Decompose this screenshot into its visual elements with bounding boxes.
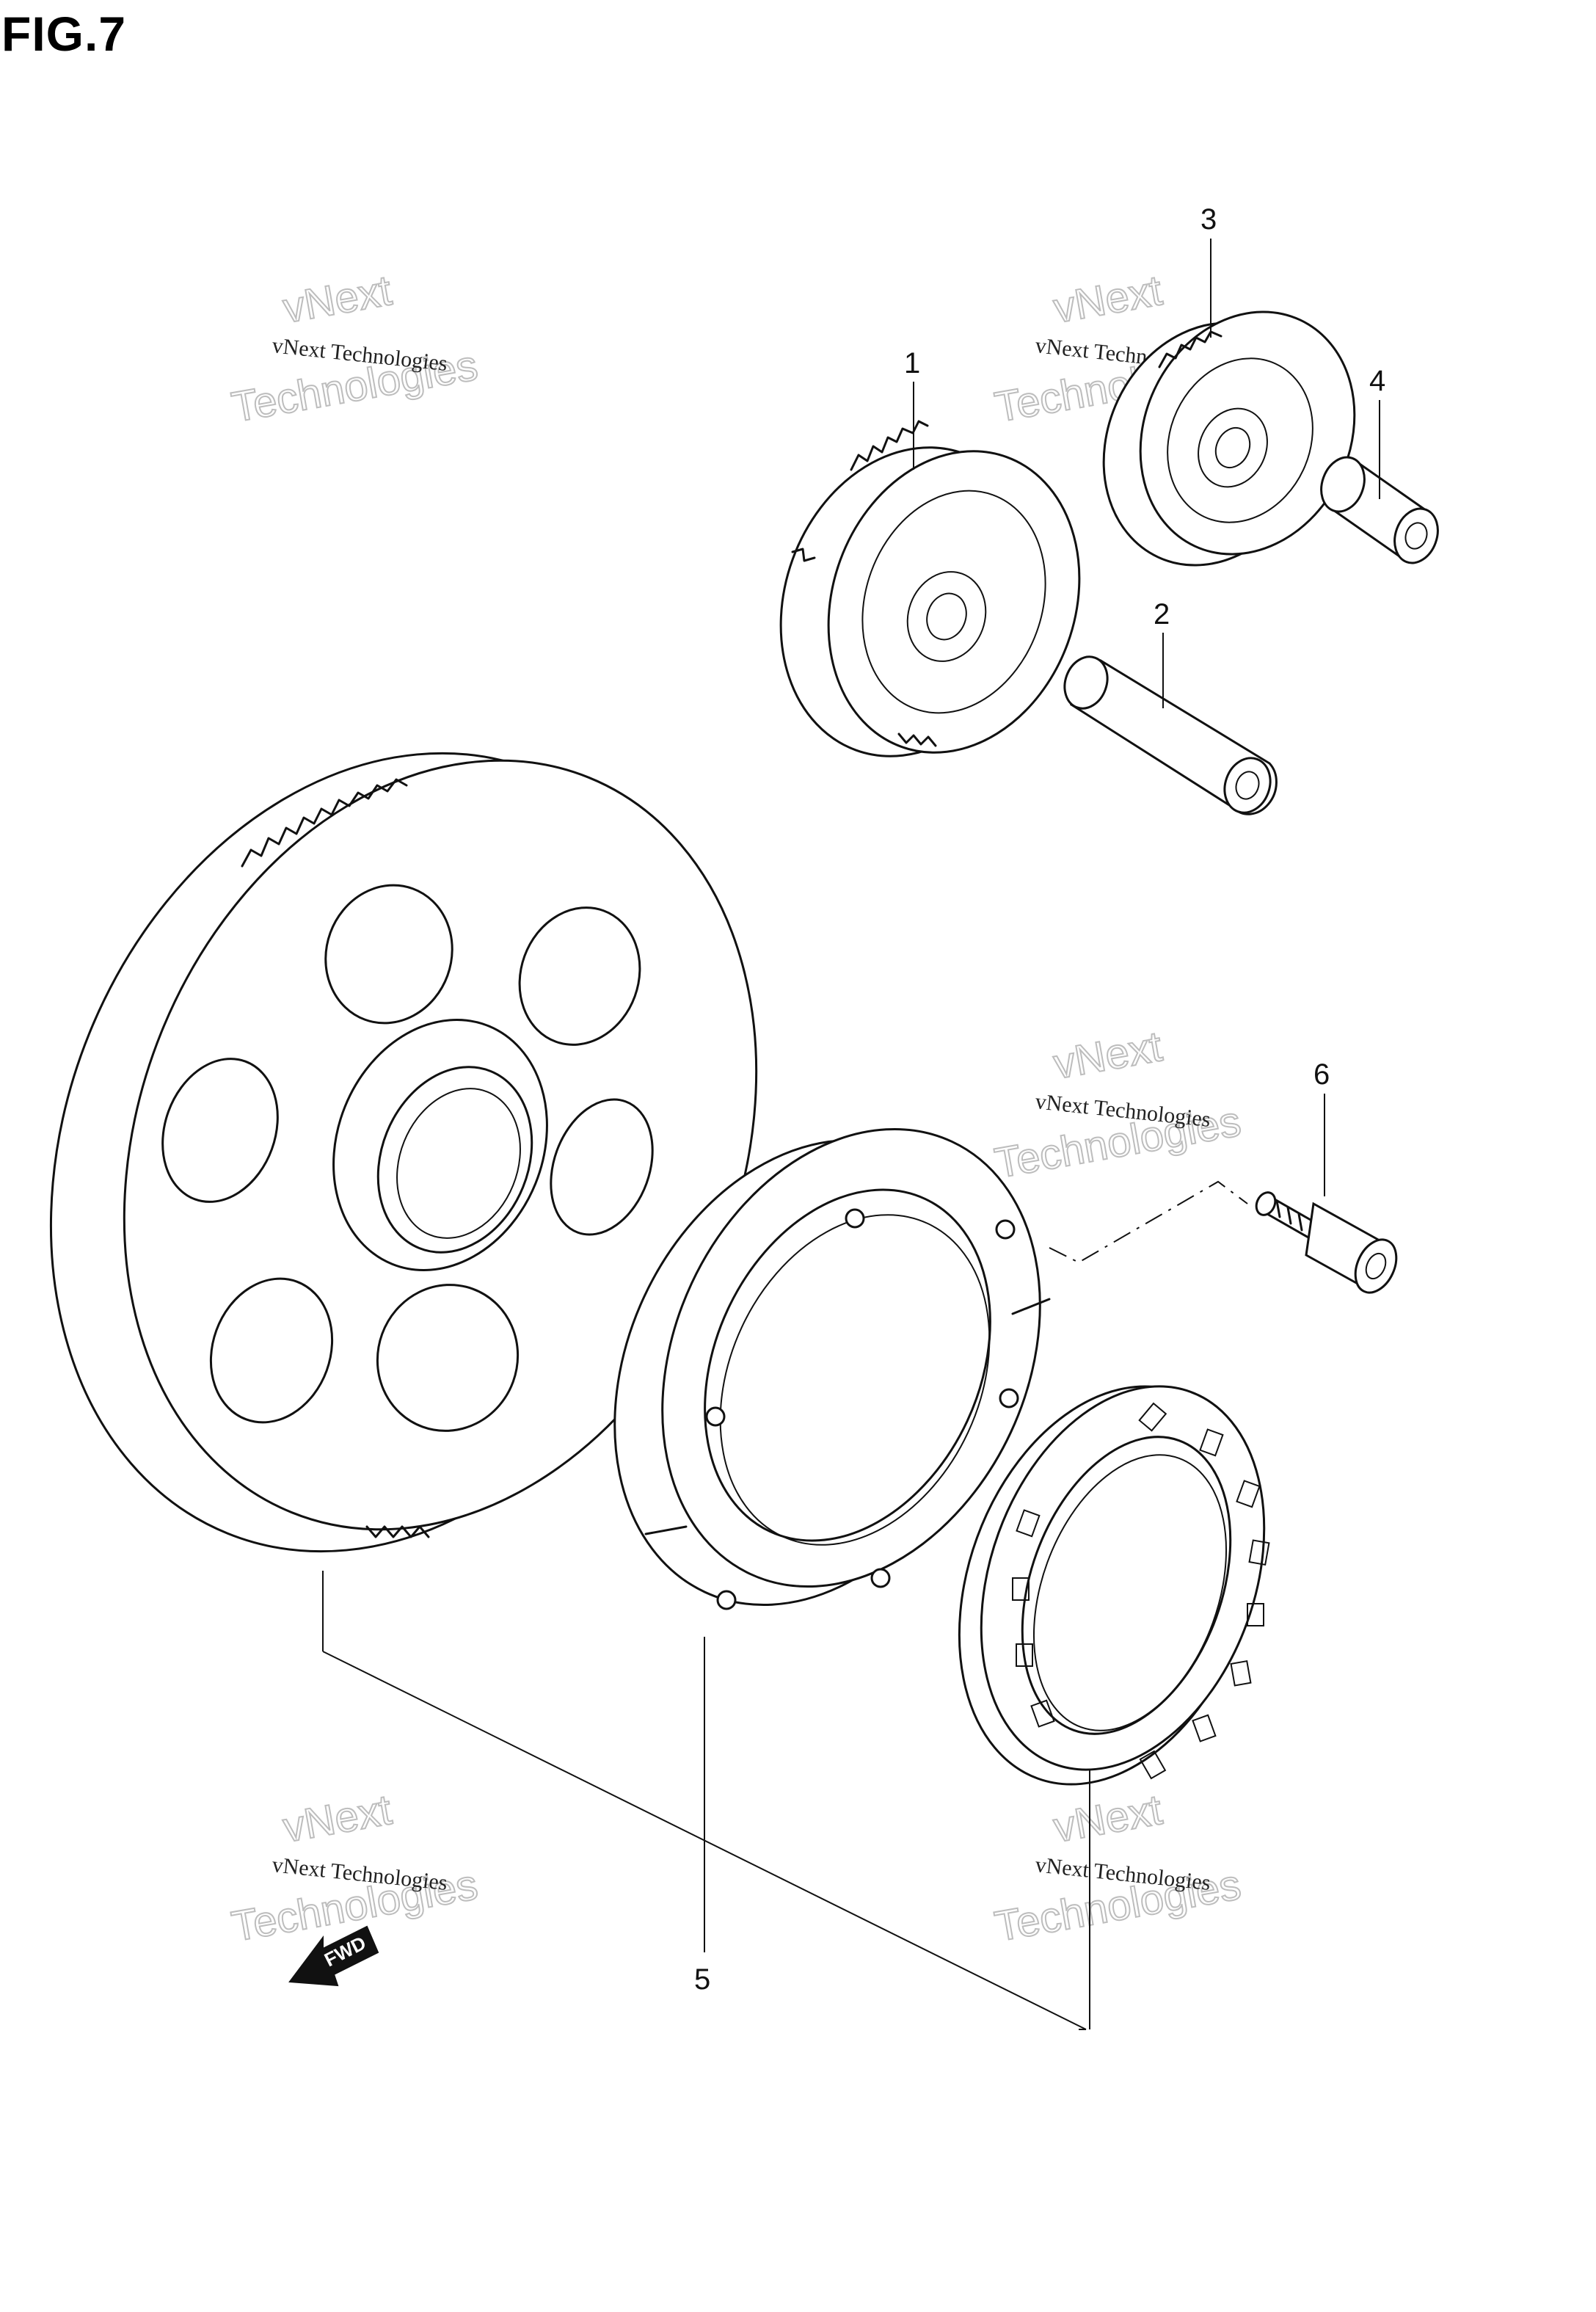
part-1-idler-gear [779, 420, 1081, 757]
callout-5: 5 [694, 1963, 710, 1996]
leader-lines-5 [322, 1571, 1090, 2030]
part-2-shaft-long [1063, 655, 1278, 815]
watermark-bottom-right: vNext Technologies vNext Technologies [991, 1785, 1245, 1952]
fwd-direction-arrow: FWD [288, 1925, 379, 1987]
part-4-shaft-short [1320, 456, 1439, 564]
part-5-driven-gear [49, 752, 758, 1553]
callout-3: 3 [1200, 203, 1217, 236]
watermark-brand: vNext [1050, 1022, 1165, 1088]
part-6-bolt [1255, 1191, 1398, 1294]
callout-2: 2 [1154, 598, 1170, 630]
callout-1: 1 [904, 347, 920, 379]
watermark-mid-right: vNext Technologies vNext Technologies [991, 1022, 1245, 1188]
leader-line-6-assembly [1049, 1180, 1248, 1264]
watermark-brand: vNext [280, 1786, 395, 1852]
watermark-brand: vNext [1050, 1786, 1165, 1852]
part-5-clutch-housing [613, 1127, 1051, 1610]
watermark-brand: vNext [280, 266, 395, 332]
watermark-brand: vNext [1050, 266, 1165, 332]
part-3-starter-gear [1102, 310, 1356, 567]
watermark-bottom-left: vNext Technologies vNext Technologies [227, 1785, 482, 1952]
part-5-one-way-clutch [958, 1385, 1270, 1786]
watermark-top-left: vNext Technologies vNext Technologies [227, 266, 482, 432]
callout-6: 6 [1313, 1058, 1330, 1091]
figure-title: FIG.7 [1, 7, 127, 61]
callout-4: 4 [1369, 365, 1385, 397]
